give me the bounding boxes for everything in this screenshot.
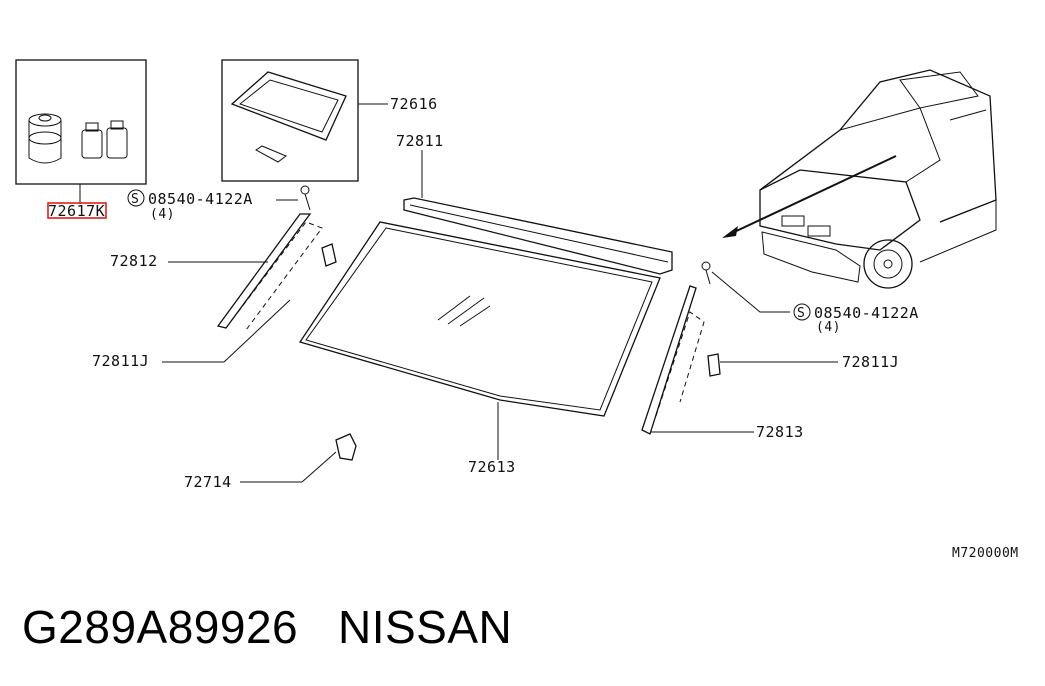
screw-symbol-2: S: [797, 306, 805, 321]
vehicle-sketch: [722, 69, 997, 289]
screw-right: [701, 261, 811, 321]
label-72813: 72813: [756, 423, 804, 441]
right-clip: [707, 353, 838, 377]
top-molding: [403, 150, 673, 275]
highlight-box: [47, 202, 107, 219]
label-72613: 72613: [468, 458, 516, 476]
label-72812: 72812: [110, 252, 158, 270]
label-72811J-right: 72811J: [842, 353, 899, 371]
right-molding: [641, 285, 754, 435]
left-molding: [168, 213, 323, 331]
screw-symbol-1: S: [131, 192, 139, 207]
screw-upper-left: [127, 185, 311, 211]
label-screw-qty-2: (4): [816, 320, 841, 335]
spacer-clip: [240, 433, 357, 483]
label-72714: 72714: [184, 473, 232, 491]
label-screw-2: 08540-4122A: [814, 304, 919, 322]
label-72811J-left: 72811J: [92, 352, 149, 370]
molding-kit-box: [221, 59, 388, 182]
label-screw-qty-1: (4): [150, 207, 175, 222]
diagram-code: M720000M: [952, 546, 1019, 561]
label-screw-1: 08540-4122A: [148, 190, 253, 208]
brand-name: NISSAN: [337, 601, 513, 653]
windshield-glass: [298, 221, 661, 460]
part-caption: G289A89926 NISSAN: [22, 600, 512, 654]
part-number: G289A89926: [22, 601, 299, 653]
label-72617K: 72617K: [48, 202, 105, 220]
label-72811: 72811: [396, 132, 444, 150]
label-72616: 72616: [390, 95, 438, 113]
sealant-kit-box: [15, 59, 147, 204]
left-clip: [162, 243, 337, 363]
